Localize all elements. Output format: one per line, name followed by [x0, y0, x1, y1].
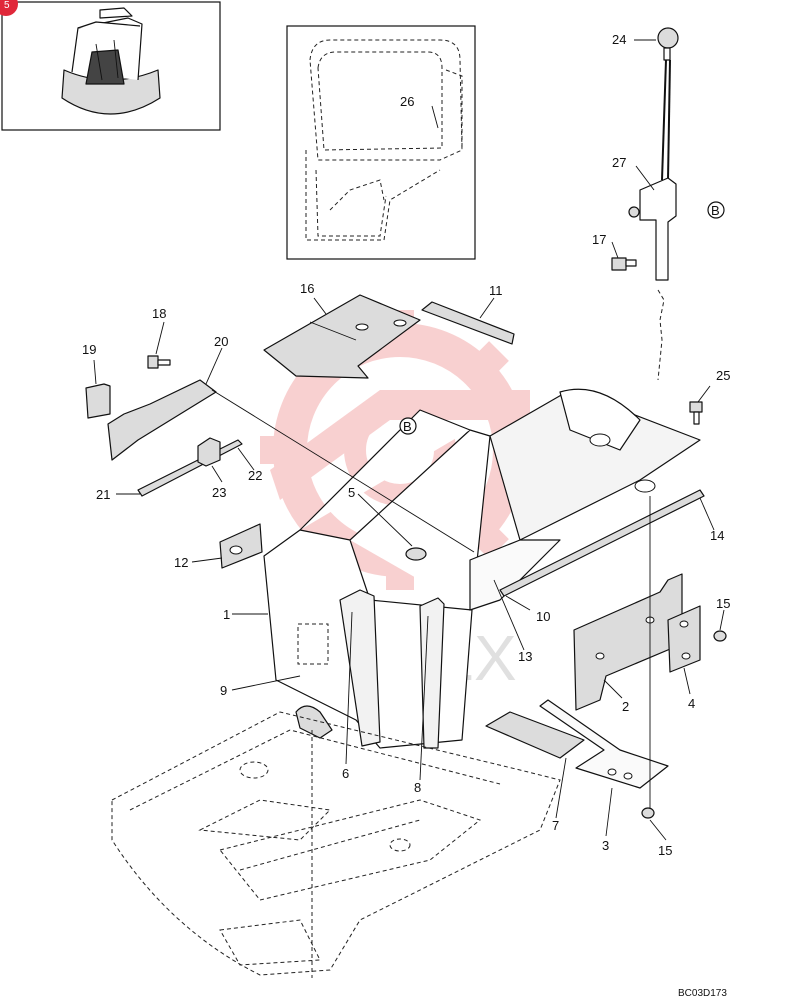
- part-11-bar: [421, 301, 515, 345]
- leader-lines: [93, 39, 725, 841]
- corner-badge: 5: [0, 0, 18, 16]
- corner-badge-text: 5: [4, 0, 10, 11]
- callout-2: 2: [622, 699, 629, 714]
- lower-chassis: [111, 711, 561, 978]
- callout-15-lower: 15: [658, 843, 672, 858]
- callout-1: 1: [223, 607, 230, 622]
- callout-16: 16: [300, 281, 314, 296]
- lever-assembly: [611, 27, 679, 381]
- callout-11: 11: [489, 283, 503, 298]
- callout-18: 18: [152, 306, 166, 321]
- reference-circle-b: B: [399, 417, 417, 435]
- main-frame: [263, 388, 705, 749]
- reference-b-label: B: [403, 419, 412, 434]
- part-7-plate: [485, 711, 585, 759]
- callout-6: 6: [342, 766, 349, 781]
- diagram-code: BC03D173: [678, 988, 727, 999]
- callout-4: 4: [688, 696, 695, 711]
- callout-9: 9: [220, 683, 227, 698]
- part-20-bracket: [107, 379, 217, 461]
- part-16-plate: [263, 294, 421, 379]
- part-15-washer-upper: [713, 630, 727, 642]
- callout-24: 24: [612, 32, 626, 47]
- callout-23: 23: [212, 485, 226, 500]
- callout-5: 5: [348, 485, 355, 500]
- part-23-clip: [197, 437, 221, 467]
- callout-27: 27: [612, 155, 626, 170]
- part-19-pad: [85, 383, 111, 419]
- callout-8: 8: [414, 780, 421, 795]
- callout-20: 20: [214, 334, 228, 349]
- part-3-plate: [539, 699, 669, 789]
- part-25-bolt: [689, 401, 703, 425]
- callout-21: 21: [96, 487, 110, 502]
- callout-15-upper: 15: [716, 596, 730, 611]
- callout-25: 25: [716, 368, 730, 383]
- callout-12: 12: [174, 555, 188, 570]
- part-18-bolt: [147, 355, 171, 369]
- part-4-plate: [667, 605, 701, 673]
- cab-inset: [286, 25, 476, 260]
- reference-b-label: B: [711, 203, 720, 218]
- reference-circle-b: B: [707, 201, 725, 219]
- callout-26: 26: [400, 94, 414, 109]
- callout-3: 3: [602, 838, 609, 853]
- callout-17: 17: [592, 232, 606, 247]
- callout-13: 13: [518, 649, 532, 664]
- part-9-bracket: [295, 705, 333, 739]
- callout-14: 14: [710, 528, 724, 543]
- part-2-plate: [573, 573, 683, 711]
- part-15-washer-lower: [641, 807, 655, 819]
- callout-7: 7: [552, 818, 559, 833]
- callout-labels: 1 2 3 4 5 6 7 8 9 10 11 12 13 14 15 15 1…: [82, 32, 730, 858]
- machine-thumbnail: [1, 1, 221, 131]
- callout-19: 19: [82, 342, 96, 357]
- callout-10: 10: [536, 609, 550, 624]
- callout-22: 22: [248, 468, 262, 483]
- part-12-plate: [219, 523, 263, 569]
